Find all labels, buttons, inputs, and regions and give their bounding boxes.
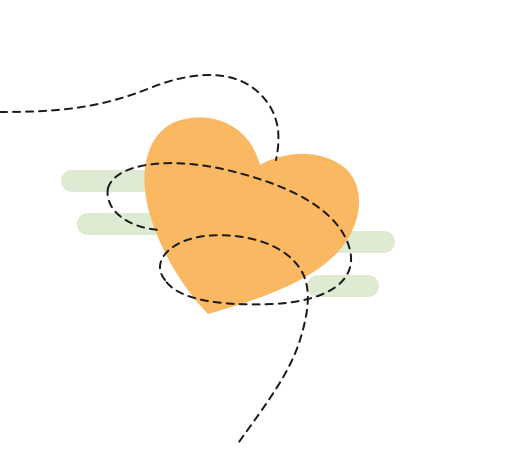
dashed-loop-large bbox=[107, 162, 353, 306]
dashed-loop-inner bbox=[159, 234, 309, 447]
dashed-flight-path bbox=[0, 74, 353, 447]
dashed-loop-small bbox=[106, 187, 161, 231]
heart-shape bbox=[144, 117, 360, 314]
dashed-path-entry bbox=[0, 74, 280, 161]
